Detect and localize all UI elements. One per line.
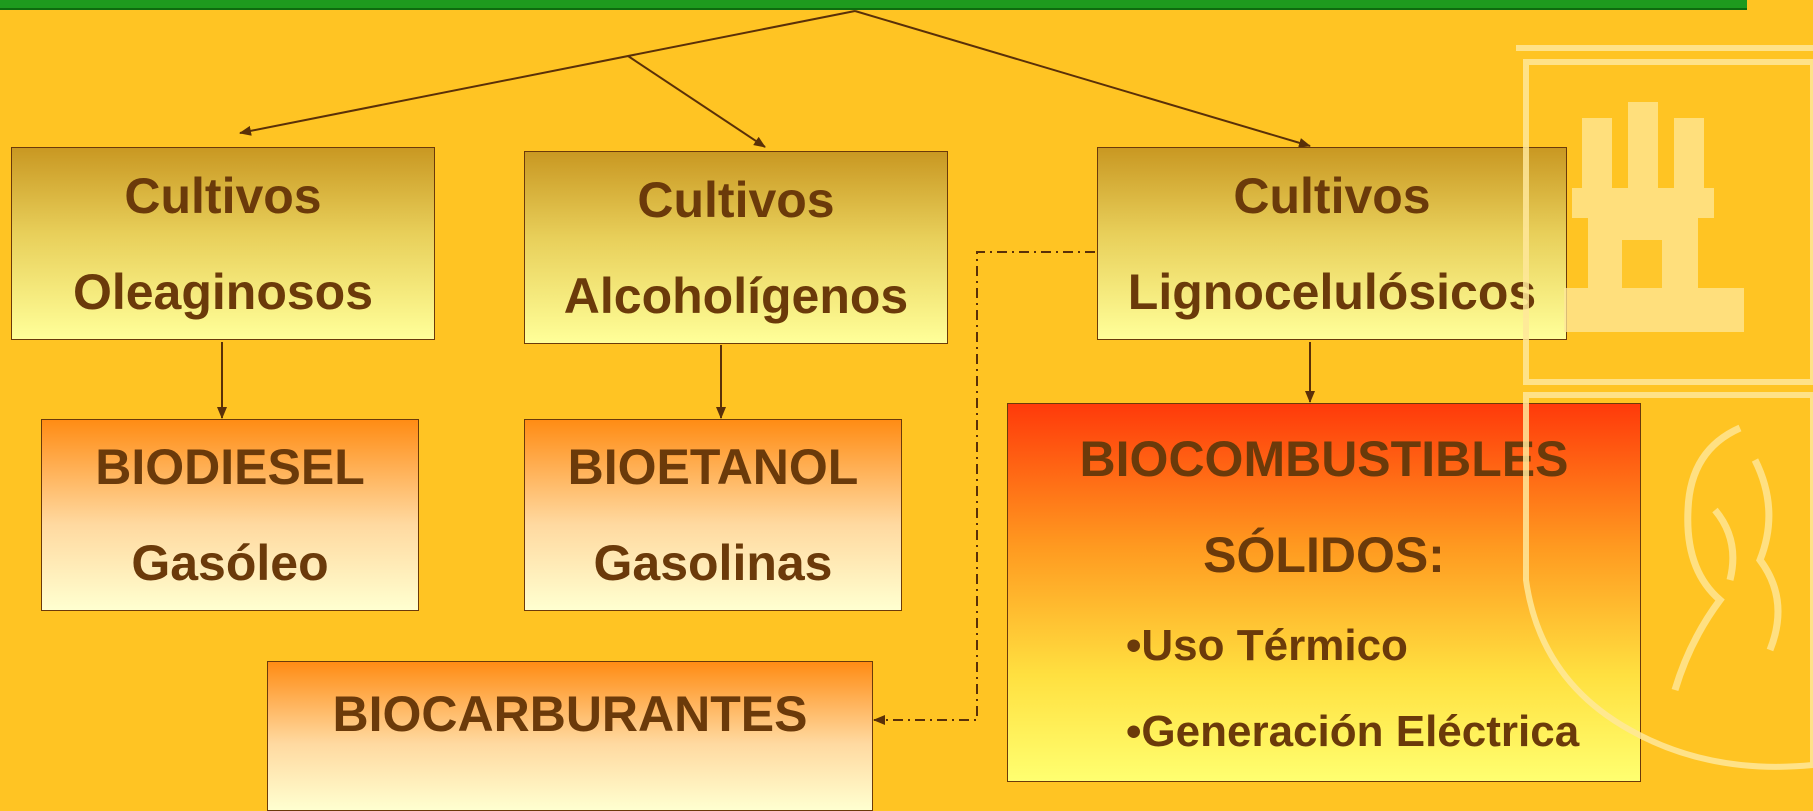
use-item-electric: Generación Eléctrica <box>1126 689 1579 775</box>
biocarburantes-box: BIOCARBURANTES <box>267 661 873 811</box>
product-box-biodiesel: BIODIESEL Gasóleo <box>41 419 419 611</box>
dashed-arrow-to-biocarburantes <box>873 251 1095 725</box>
crop-box-oleaginosos: Cultivos Oleaginosos <box>11 147 435 340</box>
solid-title-line2: SÓLIDOS: <box>1203 526 1445 583</box>
arrow-to-oleaginosos <box>239 10 856 136</box>
product-name: BIOETANOL <box>567 439 859 495</box>
use-item-thermal: Uso Térmico <box>1126 603 1579 689</box>
crop-type: Oleaginosos <box>72 263 374 320</box>
crop-label: Cultivos <box>637 171 835 228</box>
crop-label: Cultivos <box>124 167 322 224</box>
crop-box-alcoholigenos: Cultivos Alcoholígenos <box>524 151 948 344</box>
crop-type: Lignocelulósicos <box>1127 263 1537 320</box>
top-bar <box>0 0 1747 10</box>
product-name: BIODIESEL <box>95 439 365 495</box>
solid-uses-list: Uso Térmico Generación Eléctrica <box>1126 603 1579 775</box>
arrow-to-lignocelulosicos <box>854 10 1311 148</box>
biocarburantes-label: BIOCARBURANTES <box>332 686 808 742</box>
solid-title-line1: BIOCOMBUSTIBLES <box>1079 430 1569 487</box>
product-replaces: Gasolinas <box>593 535 833 591</box>
product-box-bioetanol: BIOETANOL Gasolinas <box>524 419 902 611</box>
arrow-to-alcoholigenos <box>627 55 766 148</box>
solid-biofuels-box: BIOCOMBUSTIBLES SÓLIDOS: Uso Térmico Gen… <box>1007 403 1641 782</box>
product-replaces: Gasóleo <box>131 535 329 591</box>
crop-type: Alcoholígenos <box>563 267 909 324</box>
crop-label: Cultivos <box>1233 167 1431 224</box>
crop-box-lignocelulosicos: Cultivos Lignocelulósicos <box>1097 147 1567 340</box>
castle-lion-coat-of-arms-icon <box>1516 45 1813 770</box>
